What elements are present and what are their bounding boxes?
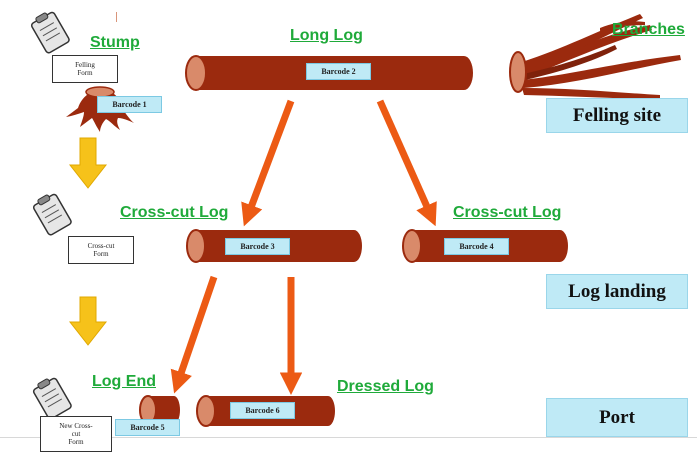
title-stump: Stump bbox=[90, 34, 140, 51]
title-dressed-log: Dressed Log bbox=[337, 378, 434, 395]
new-cross-cut-form-label: New Cross- cut Form bbox=[40, 416, 112, 452]
stage-port: Port bbox=[546, 398, 688, 437]
barcode-1-label: Barcode 1 bbox=[97, 96, 162, 113]
barcode-3-label: Barcode 3 bbox=[225, 238, 290, 255]
cross-cut-log-left-shape bbox=[186, 229, 362, 263]
title-branches: Branches bbox=[612, 21, 685, 38]
arrow-long-to-crosscut-left bbox=[241, 99, 295, 227]
bottom-divider bbox=[0, 437, 697, 438]
felling-form-label: Felling Form bbox=[52, 55, 118, 83]
clipboard-icon bbox=[32, 377, 72, 420]
stage-felling-site: Felling site bbox=[546, 98, 688, 133]
yellow-down-arrow-1 bbox=[68, 137, 108, 189]
title-cross-cut-log-right: Cross-cut Log bbox=[453, 204, 562, 221]
title-cross-cut-log-left: Cross-cut Log bbox=[120, 204, 229, 221]
barcode-2-label: Barcode 2 bbox=[306, 63, 371, 80]
clipboard-icon bbox=[30, 11, 70, 54]
barcode-6-label: Barcode 6 bbox=[230, 402, 295, 419]
title-long-log: Long Log bbox=[290, 27, 363, 44]
arrow-crosscut-to-log-end bbox=[170, 275, 218, 394]
cross-cut-form-label: Cross-cut Form bbox=[68, 236, 134, 264]
barcode-5-label: Barcode 5 bbox=[115, 419, 180, 436]
decorative-tick bbox=[116, 12, 117, 22]
arrow-long-to-crosscut-right bbox=[376, 99, 437, 227]
yellow-down-arrow-2 bbox=[68, 296, 108, 346]
branches-shape bbox=[509, 14, 681, 100]
clipboard-icon bbox=[32, 193, 72, 236]
barcode-4-label: Barcode 4 bbox=[444, 238, 509, 255]
title-log-end: Log End bbox=[92, 373, 156, 390]
stage-log-landing: Log landing bbox=[546, 274, 688, 309]
